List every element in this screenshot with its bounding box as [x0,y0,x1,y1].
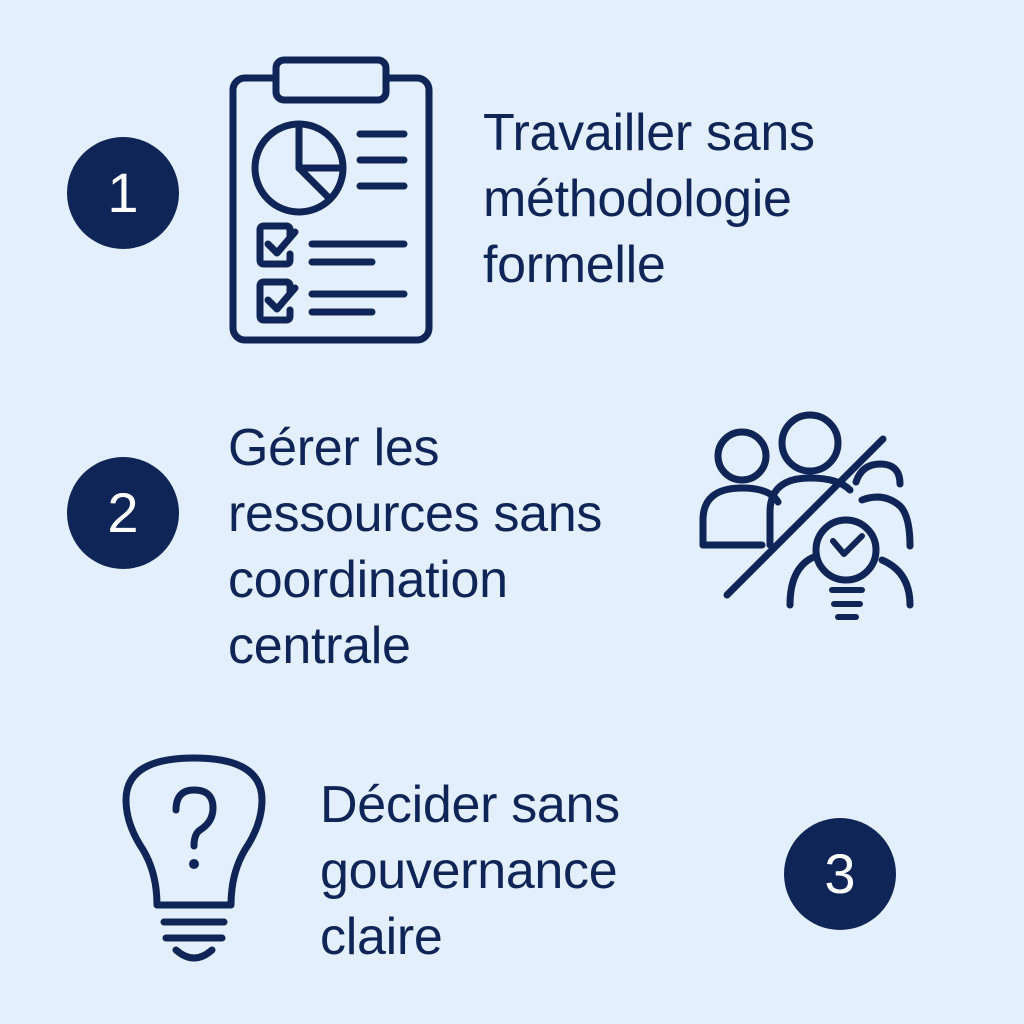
step-1-label: Travailler sans méthodologie formelle [483,100,815,298]
step-3-line-2: gouvernance [320,842,618,900]
clipboard-report-icon [229,56,433,344]
step-2-line-1: Gérer les [228,419,440,477]
step-3-line-1: Décider sans [320,776,620,834]
step-1-number-badge: 1 [67,137,179,249]
step-2-number-badge: 2 [67,457,179,569]
step-3-label: Décider sans gouvernance claire [320,772,620,970]
step-2-label: Gérer les ressources sans coordination c… [228,415,602,679]
step-1-line-2: méthodologie [483,170,792,228]
step-2-line-3: coordination [228,551,508,609]
people-crossed-idea-icon [699,411,914,620]
step-2-line-4: centrale [228,617,411,675]
step-3-line-3: claire [320,908,443,966]
step-3-number-badge: 3 [784,818,896,930]
step-1-line-1: Travailler sans [483,104,815,162]
lightbulb-question-icon [122,754,266,962]
step-1-line-3: formelle [483,236,666,294]
step-2-line-2: ressources sans [228,485,603,543]
